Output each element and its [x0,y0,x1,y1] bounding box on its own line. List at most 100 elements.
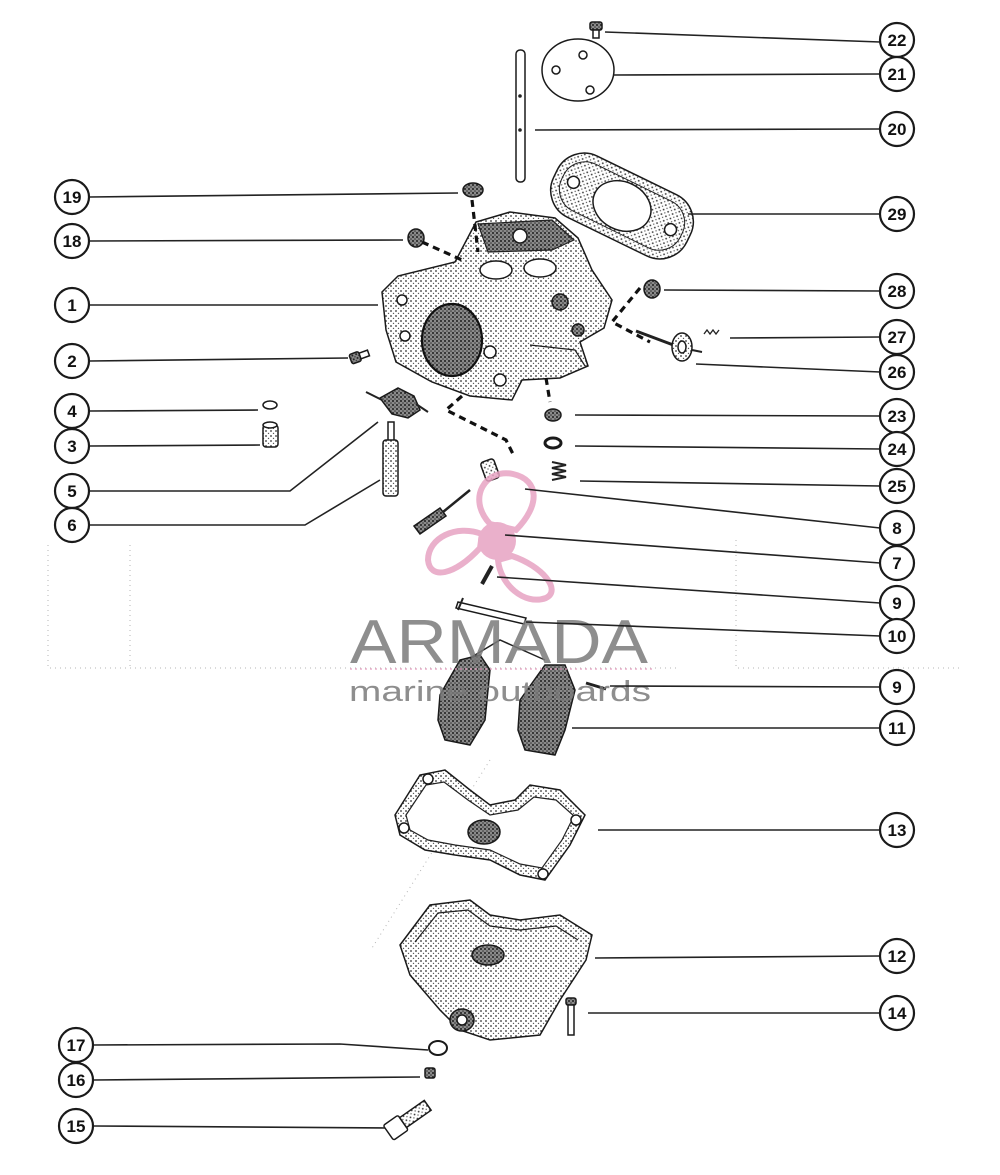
callout-4: 4 [53,392,91,430]
part-14-screw [565,997,577,1036]
part-9-pin-lower [585,681,607,691]
part-5-lever [365,387,429,419]
part-21-cover-plate [541,38,615,102]
part-16-plug [424,1067,436,1079]
callout-14: 14 [878,994,916,1032]
leader-line-19 [89,192,459,198]
part-18-plug [407,228,425,248]
callout-number: 1 [67,296,76,315]
leader-line-22 [604,31,881,43]
callout-number: 8 [892,519,901,538]
part-9-pin-upper [480,565,494,585]
part-22-screw [589,21,603,39]
leader-line-3 [89,444,261,447]
callout-10: 10 [878,617,916,655]
callout-25: 25 [878,467,916,505]
leader-line-7 [504,534,881,564]
callout-number: 15 [67,1117,86,1136]
callout-21: 21 [878,55,916,93]
watermark-tagline: marine outboards [349,676,651,708]
part-17-o-ring [428,1040,448,1056]
callout-2: 2 [53,342,91,380]
callout-28: 28 [878,272,916,310]
leader-line-12 [594,955,881,959]
leader-line-23 [574,414,881,417]
callout-number: 2 [67,352,76,371]
callout-number: 4 [67,402,77,421]
leader-line-25 [579,480,881,487]
callout-number: 27 [888,328,907,347]
callout-26: 26 [878,353,916,391]
propeller-logo-icon [424,470,555,603]
callout-16: 16 [57,1061,95,1099]
leader-line-9-upper [496,576,881,604]
callout-23: 23 [878,397,916,435]
leader-line-2 [89,357,349,362]
callout-number: 28 [888,282,907,301]
callout-6: 6 [53,506,91,544]
leader-line-18 [89,239,404,242]
part-27-clip [703,328,720,336]
callout-15: 15 [57,1107,95,1145]
leader-line-4 [89,409,259,412]
part-11-float [437,639,576,756]
callout-number: 29 [888,205,907,224]
leader-line-10 [525,621,881,637]
part-25-spring [551,461,567,481]
leader-line-15 [93,1125,386,1129]
callout-number: 22 [888,31,907,50]
leader-line-20 [534,128,881,131]
callout-number: 11 [888,719,906,738]
callout-number: 12 [888,947,907,966]
callout-11: 11 [878,709,916,747]
callout-number: 6 [67,516,76,535]
callout-24: 24 [878,430,916,468]
callout-number: 20 [888,120,907,139]
callout-number: 5 [67,482,76,501]
callout-number: 7 [892,554,901,573]
leader-line-28 [663,289,881,292]
callout-8: 8 [878,509,916,547]
callout-number: 24 [888,440,907,459]
callout-17: 17 [57,1026,95,1064]
callout-number: 17 [67,1036,86,1055]
callouts-left: 19 18 1 2 4 3 5 6 17 16 15 [53,178,95,1145]
part-4-washer [262,400,278,410]
callout-22: 22 [878,21,916,59]
callout-number: 21 [888,65,907,84]
leader-line-27 [729,336,881,339]
part-1-carburetor-body [381,211,613,401]
part-13-gasket [394,769,586,881]
callout-number: 26 [888,363,907,382]
callout-number: 18 [63,232,82,251]
leader-line-24 [574,445,881,450]
part-12-float-bowl [399,899,593,1041]
watermark: ARMADA marine outboards [349,470,652,708]
leader-line-17 [93,1043,429,1051]
callout-number: 10 [888,627,907,646]
callout-7: 7 [878,544,916,582]
callout-19: 19 [53,178,91,216]
part-26-valve [635,329,703,362]
part-28-plug [643,279,661,299]
callout-number: 9 [892,594,901,613]
callout-number: 16 [67,1071,86,1090]
callout-1: 1 [53,286,91,324]
callout-20: 20 [878,110,916,148]
callout-number: 13 [888,821,907,840]
leader-line-6 [90,479,381,526]
callout-number: 23 [888,407,907,426]
callout-number: 25 [888,477,907,496]
part-7-needle-screw [412,489,471,536]
leader-lines [89,31,881,1129]
leader-line-9-lower [609,685,881,688]
callout-number: 14 [888,1004,907,1023]
callout-12: 12 [878,937,916,975]
part-20-rod [515,49,526,183]
callout-29: 29 [878,195,916,233]
scan-artifact-lines [47,540,960,949]
part-6-pin [382,421,399,497]
callout-27: 27 [878,318,916,356]
leader-line-26 [695,363,881,373]
